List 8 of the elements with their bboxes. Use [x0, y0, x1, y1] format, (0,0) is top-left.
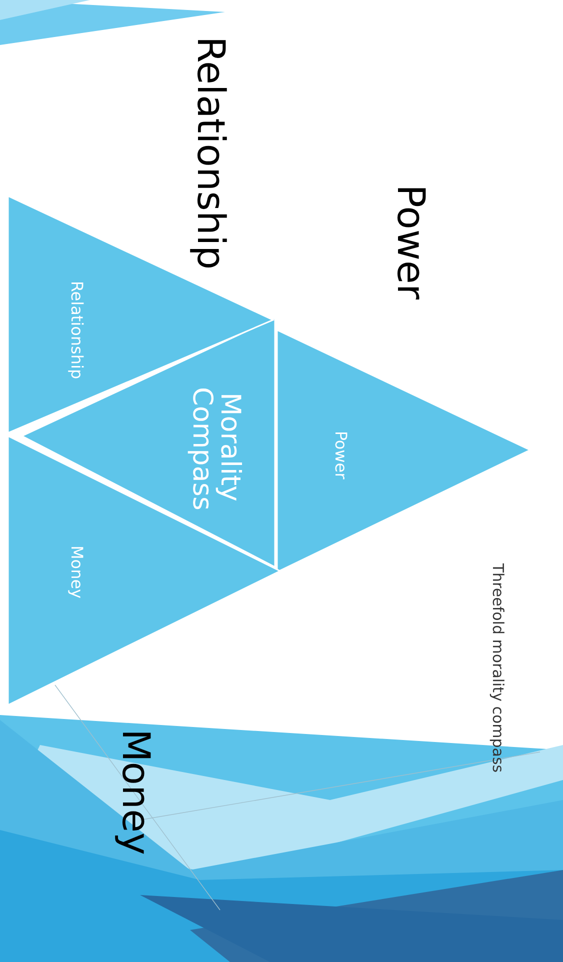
heading-label: Power: [390, 184, 430, 300]
title: Threefold morality compass: [489, 563, 505, 773]
heading-label: Relationship: [190, 36, 230, 270]
heading-label: Money: [115, 729, 155, 855]
segment-label: Power: [332, 430, 348, 480]
segment-label: Money: [68, 545, 84, 599]
segment-label: Morality Compass: [186, 387, 244, 507]
segment-label: Relationship: [68, 280, 84, 380]
